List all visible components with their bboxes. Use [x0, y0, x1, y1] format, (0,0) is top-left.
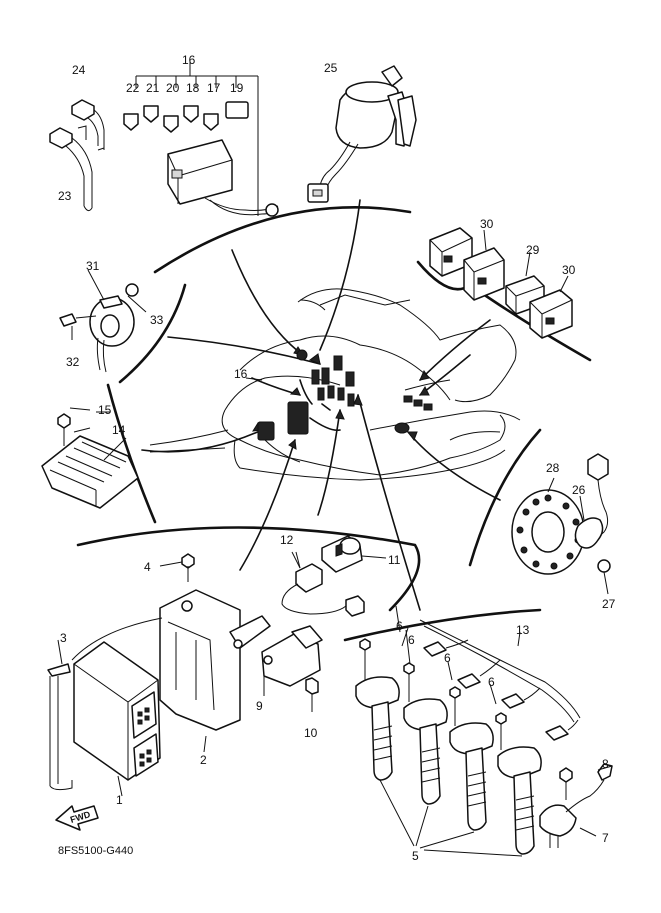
label-6a: 6: [396, 619, 403, 633]
relay-group: [429, 227, 573, 339]
label-22: 22: [126, 81, 140, 95]
ignition-coil-2-shape: [403, 698, 448, 805]
fuse-19-shape: [225, 101, 249, 119]
label-9: 9: [256, 699, 263, 713]
ignition-coil-4-shape: [497, 746, 542, 855]
rectifier-regulator-group: [41, 407, 139, 509]
label-6b: 6: [444, 651, 451, 665]
pressure-switch-group: [281, 535, 387, 617]
label-27: 27: [602, 597, 616, 611]
label-2: 2: [200, 753, 207, 767]
main-switch-group: [307, 65, 417, 203]
ignition-coil-1-shape: [355, 676, 400, 781]
fuse-18-shape: [183, 105, 199, 123]
speed-sensor-group: [511, 453, 611, 595]
label-26: 26: [572, 483, 586, 497]
fwd-arrow: FWD: [55, 805, 99, 831]
label-6c: 6: [488, 675, 495, 689]
label-13: 13: [516, 623, 530, 637]
label-24: 24: [72, 63, 86, 77]
label-8: 8: [602, 757, 609, 771]
label-12: 12: [280, 533, 294, 547]
figure-code: 8FS5100-G440: [58, 845, 133, 857]
label-18: 18: [186, 81, 200, 95]
label-6d: 6: [408, 633, 415, 647]
label-23: 23: [58, 189, 72, 203]
label-4: 4: [144, 560, 151, 574]
fuse-group: [49, 60, 279, 217]
label-10: 10: [304, 726, 318, 740]
snowmobile-outline: [149, 288, 521, 481]
label-31: 31: [86, 259, 100, 273]
label-leaders: [96, 377, 411, 665]
group-divider-lines: [76, 206, 592, 642]
label-20: 20: [166, 81, 180, 95]
fuse-17-shape: [203, 113, 219, 131]
fuse-box-shape: [167, 139, 233, 205]
intake-sensor-group: [261, 625, 323, 712]
label-17: 17: [207, 81, 221, 95]
label-32: 32: [66, 355, 80, 369]
label-16a: 16: [182, 53, 196, 67]
label-5: 5: [412, 849, 419, 863]
fuse-20-shape: [163, 115, 179, 133]
ignition-coil-group: [355, 619, 613, 857]
machine-harness-components: [257, 349, 433, 441]
label-16b: 16: [234, 367, 248, 381]
label-30b: 30: [562, 263, 576, 277]
label-7: 7: [602, 831, 609, 845]
label-19: 19: [230, 81, 244, 95]
label-3: 3: [60, 631, 67, 645]
ecu-group: [47, 553, 271, 797]
label-14: 14: [112, 423, 126, 437]
label-1: 1: [116, 793, 123, 807]
label-30a: 30: [480, 217, 494, 231]
part-labels: 1 2 3 4 5 6 6 6 6 7 8 9 10 11 12 13 14 1…: [58, 53, 616, 863]
pickup-coil-group: [59, 269, 147, 373]
label-11: 11: [388, 553, 401, 567]
label-21: 21: [146, 81, 160, 95]
label-25: 25: [324, 61, 338, 75]
fuse-22-shape: [123, 113, 139, 131]
label-29: 29: [526, 243, 540, 257]
fuse-21-shape: [143, 105, 159, 123]
label-28: 28: [546, 461, 560, 475]
label-33: 33: [150, 313, 164, 327]
label-15: 15: [98, 403, 112, 417]
ignition-coil-3-shape: [449, 722, 494, 831]
